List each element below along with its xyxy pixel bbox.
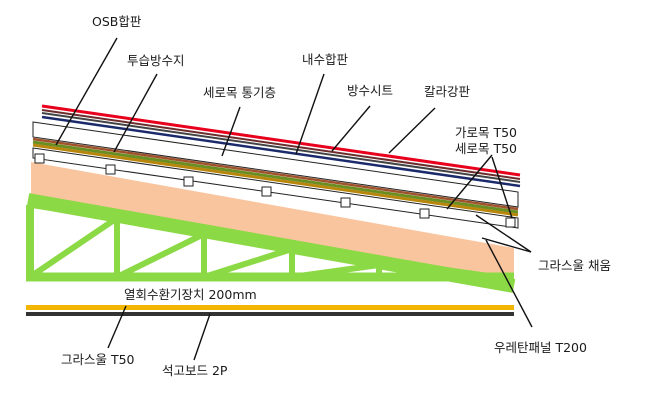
horizontal-batten-band <box>32 147 519 229</box>
glasswool-fill-leader-1 <box>475 214 532 253</box>
plywood-label: 내수합판 <box>302 52 349 67</box>
gypsum-leader <box>193 313 211 361</box>
batten-block <box>261 186 272 197</box>
urethane-panel-label: 우레탄패널 T200 <box>494 340 587 355</box>
glasswool-label: 그라스울 T50 <box>61 352 135 367</box>
plywood-leader <box>295 73 325 155</box>
urethane-leader <box>485 239 533 328</box>
color-steel-leader <box>388 107 436 154</box>
gypsum-label: 석고보드 2P <box>162 363 228 378</box>
horizontal-batten-leader <box>446 154 493 210</box>
vertical-batten-label: 세로목 T50 <box>455 141 517 156</box>
plywood-stripe-2 <box>41 112 521 183</box>
osb-stripe <box>32 143 519 217</box>
color-steel-stripe <box>41 104 521 177</box>
waterproof-sheet-label: 방수시트 <box>347 83 393 98</box>
breathable-membrane-label: 투습방수지 <box>127 53 185 68</box>
vent-layer-label: 세로목 통기층 <box>203 85 276 100</box>
urethane-panel <box>31 162 514 282</box>
membrane-leader <box>113 73 158 153</box>
glasswool-fill-leader-2 <box>481 237 532 253</box>
ceiling-glasswool-layer <box>26 305 514 310</box>
truss-top-chord-band <box>26 193 516 293</box>
truss-diagonals <box>28 215 380 280</box>
batten-block <box>105 164 116 175</box>
batten-block <box>34 153 45 164</box>
truss <box>26 193 516 293</box>
glasswool-leader <box>107 305 127 349</box>
waterproof-leader <box>331 105 371 152</box>
waterproof-sheet-stripe <box>41 109 521 180</box>
batten-blocks <box>34 153 516 228</box>
ceiling-gypsum-layer <box>26 312 514 316</box>
color-steel-label: 칼라강판 <box>424 84 471 99</box>
osb-label: OSB합판 <box>92 14 142 29</box>
osb-leader <box>55 37 118 146</box>
membrane-stripe <box>32 140 519 214</box>
horizontal-batten-label: 가로목 T50 <box>455 125 517 140</box>
vent-layer-stripe <box>32 137 519 211</box>
glasswool-fill-label: 그라스울 채움 <box>538 258 611 273</box>
vertical-batten-leader <box>491 156 513 219</box>
hrv-unit-label: 열회수환기장치 200mm <box>124 287 257 302</box>
vent-leader <box>221 106 241 157</box>
roof-layers <box>32 104 521 229</box>
batten-block <box>419 208 430 219</box>
truss-verticals <box>114 216 382 277</box>
batten-block <box>340 197 351 208</box>
vent-batten-band <box>32 121 519 208</box>
batten-block <box>183 176 194 187</box>
batten-block <box>505 217 516 228</box>
plywood-stripe-1 <box>41 115 521 188</box>
leader-lines <box>55 37 533 361</box>
